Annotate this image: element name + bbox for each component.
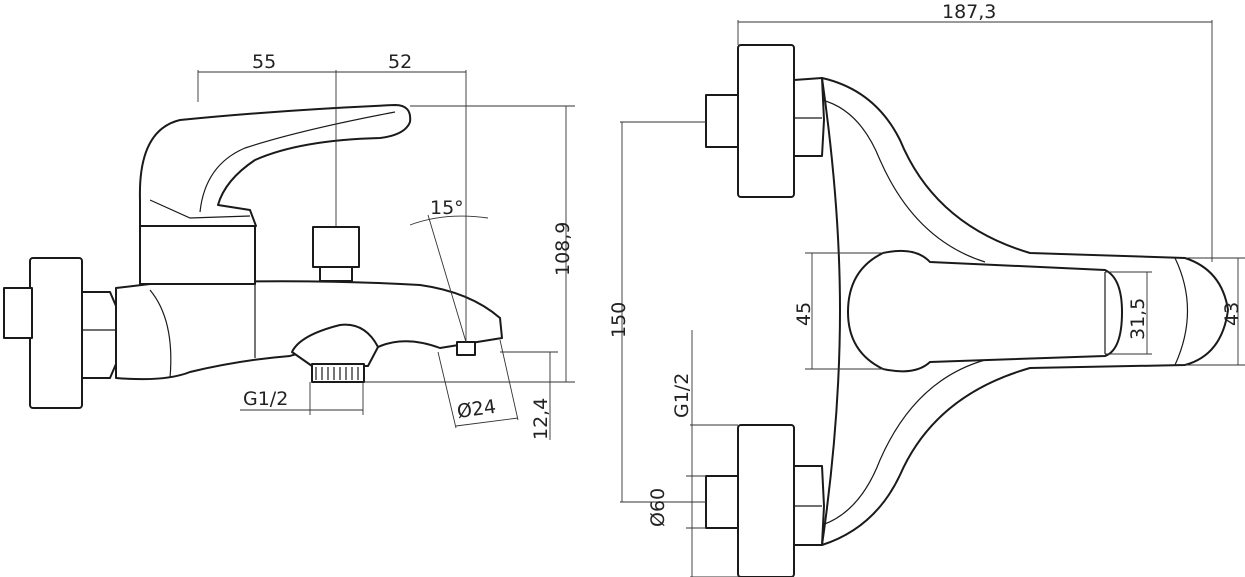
dim-52: 52 — [388, 51, 412, 73]
dim-187-3: 187,3 — [942, 1, 996, 23]
lever-cap — [847, 249, 1123, 373]
diverter-knob — [312, 226, 360, 268]
dim-d60: Ø60 — [647, 488, 669, 527]
connector-pipe — [3, 287, 33, 339]
dim-g12-side: G1/2 — [671, 373, 693, 418]
dim-55: 55 — [252, 51, 276, 73]
front-view: 187,3 150 45 31,5 43 G1/2 Ø60 — [608, 1, 1245, 577]
dim-150: 150 — [608, 302, 630, 338]
side-view: 55 52 15° 108,9 G1/2 Ø24 12,4 — [3, 51, 575, 440]
dim-43: 43 — [1221, 302, 1243, 326]
dim-31-5: 31,5 — [1127, 298, 1149, 340]
dim-d24: Ø24 — [456, 396, 498, 423]
hex-nut — [81, 291, 117, 379]
bottom-connector — [705, 475, 739, 529]
wall-flange — [29, 257, 83, 409]
dim-g12-bottom: G1/2 — [243, 388, 288, 410]
dim-45: 45 — [793, 302, 815, 326]
bottom-flange — [737, 424, 795, 577]
hose-outlet — [291, 323, 379, 367]
dim-angle-15: 15° — [430, 197, 464, 219]
top-flange — [737, 44, 795, 198]
lever-handle — [138, 104, 412, 227]
aerator — [456, 341, 476, 356]
dim-12-4: 12,4 — [530, 398, 552, 440]
handle-collar — [139, 225, 256, 285]
dim-108-9: 108,9 — [552, 222, 574, 276]
top-connector — [705, 94, 739, 148]
top-nut — [793, 77, 825, 157]
